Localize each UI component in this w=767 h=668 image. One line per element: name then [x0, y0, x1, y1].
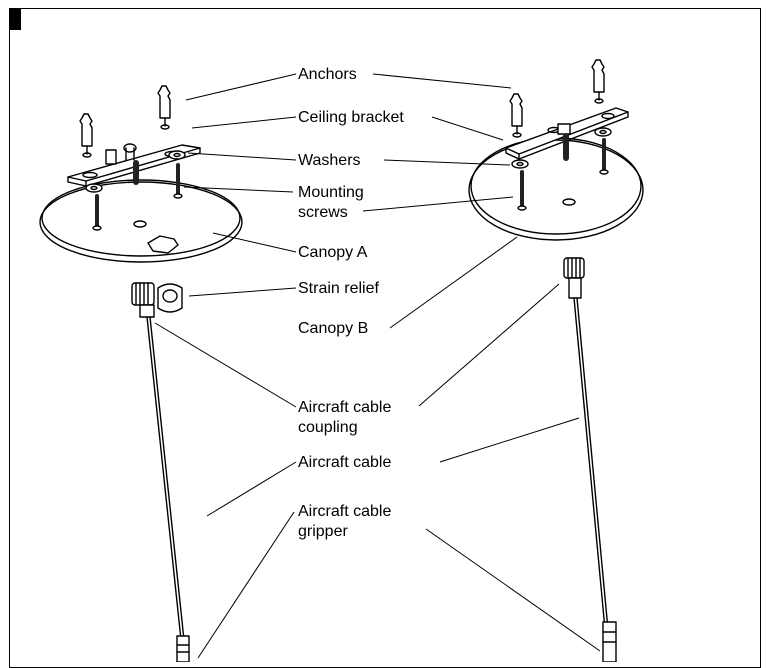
label-ceiling-bracket: Ceiling bracket [298, 109, 404, 126]
label-canopy-b: Canopy B [298, 320, 369, 337]
label-cable-coupling-1: Aircraft cable [298, 399, 392, 416]
left-washers [85, 150, 186, 193]
right-mounting-screws [517, 133, 609, 211]
label-anchors: Anchors [298, 66, 357, 83]
leader-lines [154, 73, 601, 659]
label-aircraft-cable: Aircraft cable [298, 454, 392, 471]
right-washers [511, 127, 612, 169]
label-washers: Washers [298, 152, 361, 169]
corner-tab [9, 8, 21, 30]
label-cable-gripper-1: Aircraft cable [298, 503, 392, 520]
label-cable-gripper-2: gripper [298, 523, 348, 540]
label-canopy-a: Canopy A [298, 244, 368, 261]
canopy-a [39, 179, 243, 263]
left-strain-relief-and-coupling [131, 282, 183, 318]
label-cable-coupling-2: coupling [298, 419, 358, 436]
right-ceiling-bracket [505, 107, 629, 160]
left-anchors [79, 85, 171, 158]
right-cable-gripper [602, 621, 617, 662]
label-strain-relief: Strain relief [298, 280, 379, 297]
label-mounting-screws-2: screws [298, 204, 348, 221]
left-cable-gripper [176, 635, 190, 662]
label-mounting-screws-1: Mounting [298, 184, 364, 201]
right-anchors [509, 59, 605, 138]
right-cable-coupling [563, 257, 585, 299]
right-aircraft-cable [573, 297, 610, 641]
left-mounting-screws [92, 160, 183, 231]
left-aircraft-cable [146, 316, 185, 641]
canopy-b [468, 137, 644, 241]
